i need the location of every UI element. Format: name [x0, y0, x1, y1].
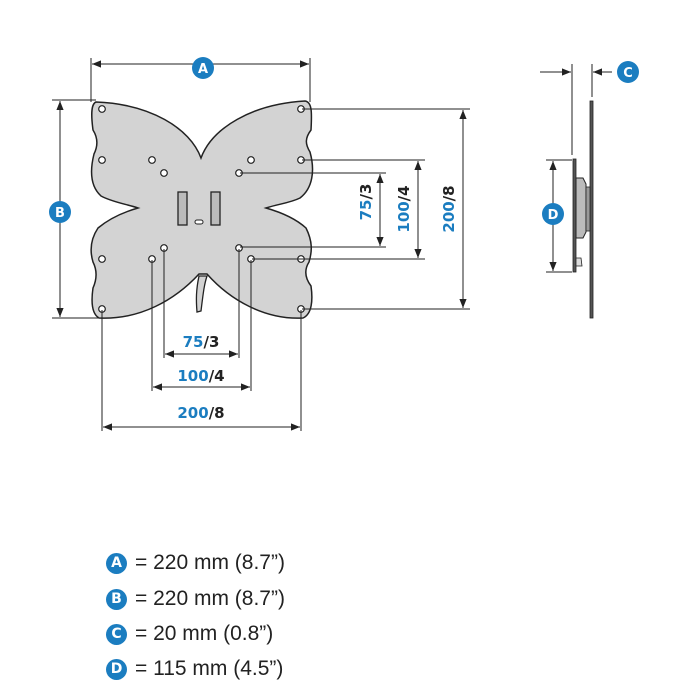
slot-center	[194, 219, 204, 225]
svg-text:C: C	[623, 66, 633, 81]
legend-text: = 20 mm (0.8”)	[135, 622, 274, 645]
mounting-hole	[98, 105, 106, 113]
horizontal-dim-200-label: 200/8	[177, 404, 224, 422]
horizontal-dim-75-label: 75/3	[183, 333, 220, 351]
dim-a-badge: A	[192, 57, 214, 79]
svg-text:A: A	[198, 62, 208, 77]
side-view: C D	[540, 61, 639, 319]
vertical-dim-200-label: 200/8	[440, 185, 458, 232]
mounting-hole	[160, 169, 168, 177]
slot-left	[177, 191, 188, 226]
mounting-hole	[148, 156, 156, 164]
vertical-dim-75-label: 75/3	[357, 184, 375, 221]
legend-badge: A	[106, 552, 127, 574]
legend-badge: C	[106, 623, 127, 645]
mounting-hole	[98, 156, 106, 164]
mounting-hole	[98, 255, 106, 263]
mounting-plate	[90, 100, 314, 319]
dim-c-badge: C	[617, 61, 639, 83]
vertical-dim-100-label: 100/4	[395, 185, 413, 232]
legend-text: = 220 mm (8.7”)	[135, 551, 285, 574]
butterfly-plate-outline	[90, 100, 314, 319]
legend-item-b: B = 220 mm (8.7”)	[106, 587, 285, 611]
legend-item-a: A = 220 mm (8.7”)	[106, 551, 285, 575]
svg-text:B: B	[55, 206, 65, 221]
legend-text: = 115 mm (4.5”)	[135, 657, 284, 680]
mounting-hole	[247, 156, 255, 164]
legend-badge: D	[106, 658, 127, 680]
dim-d-badge: D	[542, 203, 564, 225]
legend-item-d: D = 115 mm (4.5”)	[106, 657, 283, 681]
svg-text:D: D	[548, 208, 559, 223]
legend-badge: B	[106, 588, 127, 610]
legend-item-c: C = 20 mm (0.8”)	[106, 622, 273, 646]
legend-text: = 220 mm (8.7”)	[135, 587, 285, 610]
dim-b-badge: B	[49, 201, 71, 223]
wall-plate-profile	[589, 100, 594, 319]
horizontal-dim-100-label: 100/4	[177, 367, 224, 385]
slot-right	[210, 191, 221, 226]
